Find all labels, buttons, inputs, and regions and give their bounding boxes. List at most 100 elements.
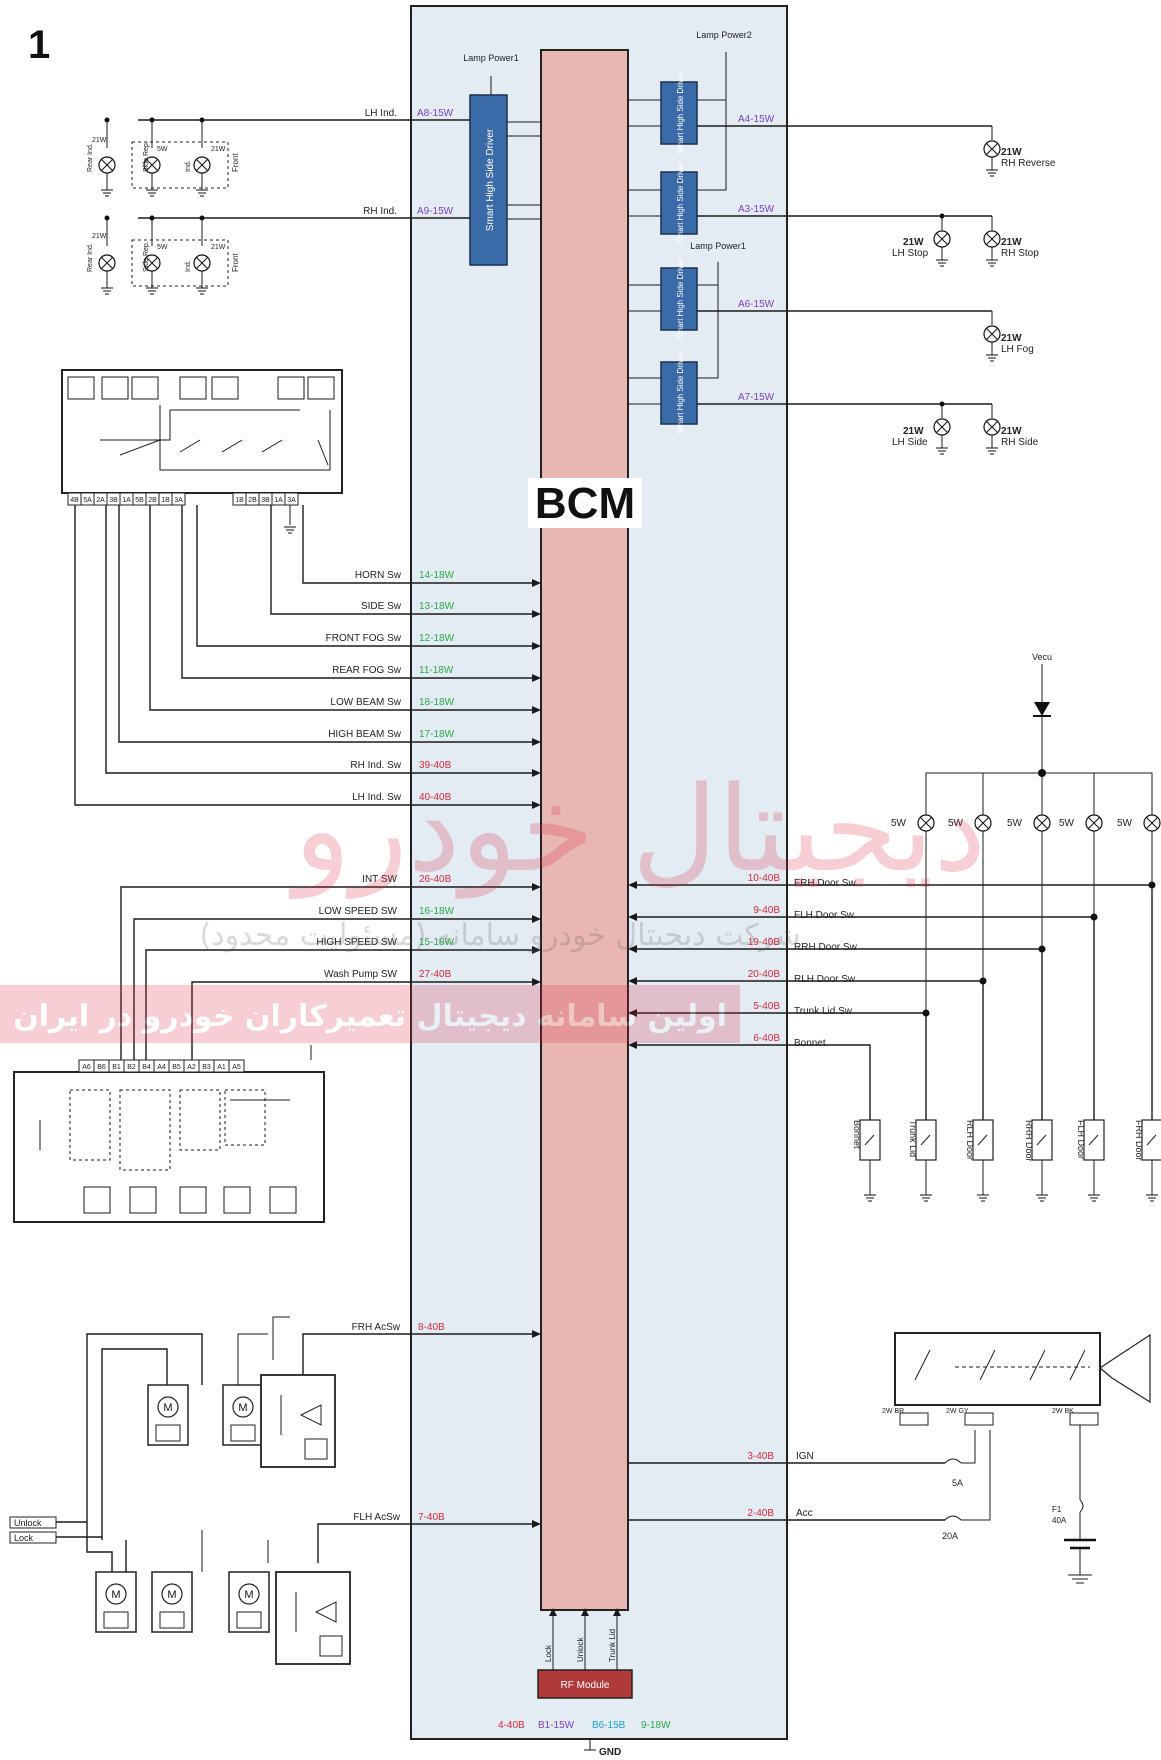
ind-a: Ind. — [185, 160, 192, 172]
vecu-supply: Vecu — [925, 652, 1153, 815]
actuator-label: FLH AcSw — [353, 1512, 400, 1523]
lh-fog-watt: 21W — [1001, 333, 1022, 344]
rf-unlock-line: Unlock — [576, 1637, 585, 1662]
door-lamp-watt: 5W — [1117, 818, 1133, 829]
acc-label: Acc — [796, 1508, 813, 1519]
wiper-switch-pin: B3 — [202, 1064, 211, 1071]
a4-pin: A4-15W — [738, 114, 775, 125]
wiper-switch-pin: A5 — [232, 1064, 241, 1071]
door-lamp-watt: 5W — [891, 818, 907, 829]
light-switch-pin: 3B — [109, 497, 118, 504]
right-lamps — [933, 126, 1001, 455]
acc-pin: 2-40B — [747, 1508, 774, 1519]
ign-pins-c: 2W BK — [1052, 1408, 1074, 1415]
w21-b: 21W — [211, 146, 226, 153]
lamp-power1b-label: Lamp Power1 — [690, 241, 746, 251]
lh-fog-name: LH Fog — [1001, 344, 1034, 355]
rh-stop-watt: 21W — [1001, 237, 1022, 248]
left-lamp-outputs: LH Ind. A8-15W RH Ind. A9-15W — [138, 108, 470, 219]
w21-a: 21W — [92, 137, 107, 144]
door-input-pin: 9-40B — [753, 905, 780, 916]
rh-side-name: RH Side — [1001, 437, 1039, 448]
indicator-lamp-0-2 — [193, 156, 211, 174]
a3-pin: A3-15W — [738, 204, 775, 215]
driver-a4-label: Smart High Side Driver — [676, 72, 685, 154]
rh-ind-label: RH Ind. — [363, 206, 397, 217]
lamp-power1-label: Lamp Power1 — [463, 53, 519, 63]
light-switch-pin: 2A — [96, 497, 105, 504]
switch-input-pin: 14-18W — [419, 570, 455, 581]
light-switch-pin: 3A — [174, 497, 183, 504]
switch-input-label: REAR FOG Sw — [332, 665, 402, 676]
actuator-frh-motor-b: M — [222, 1384, 264, 1446]
rh-stop-name: RH Stop — [1001, 248, 1039, 259]
wiper-input-pin: 27-40B — [419, 969, 452, 980]
rh-ind-pin: A9-15W — [417, 206, 454, 217]
door-input-pin: 10-40B — [748, 873, 781, 884]
driver-a6-label: Smart High Side Driver — [676, 258, 685, 340]
reverse-name: RH Reverse — [1001, 158, 1056, 169]
actuator-frh-lock — [260, 1374, 336, 1468]
door-lamp — [1085, 814, 1103, 832]
ign-fuse: 5A — [952, 1478, 963, 1488]
indicator-lamp-groups — [98, 117, 229, 295]
gnd-pin-4: 9-18W — [641, 1720, 671, 1731]
switch-input-pin: 11-18W — [419, 665, 454, 676]
actuator-pin: 7-40B — [418, 1512, 445, 1523]
ign-label: IGN — [796, 1451, 814, 1462]
door-input-pin: 5-40B — [753, 1001, 780, 1012]
lh-ind-label: LH Ind. — [365, 108, 397, 119]
w21-c: 21W — [92, 233, 107, 240]
wiper-switch-pin: B6 — [97, 1064, 106, 1071]
bcm-core — [540, 49, 629, 1611]
wiper-input-label: HIGH SPEED SW — [316, 937, 397, 948]
rear-ind-b: Rear Ind. — [87, 243, 94, 272]
door-lamp — [1143, 814, 1161, 832]
switch-input-label: LOW BEAM Sw — [330, 697, 401, 708]
rf-module-title: RF Module — [561, 1680, 610, 1691]
acc-fuse: 20A — [942, 1531, 958, 1541]
a6-pin: A6-15W — [738, 299, 775, 310]
door-input-pin: 20-40B — [748, 969, 781, 980]
watermark-big: دیجیتال خودرو — [289, 760, 986, 899]
door-switch-label: Trunk Lid — [908, 1120, 918, 1157]
switch-input-pin: 40-40B — [419, 792, 452, 803]
light-switch-pin: 3A — [287, 497, 296, 504]
light-switch-pin: 2B — [148, 497, 157, 504]
door-lamp — [1033, 814, 1051, 832]
lamp-lh-fog — [983, 325, 1001, 343]
door-lamp-watt: 5W — [1007, 818, 1023, 829]
front-a: Front — [231, 153, 240, 172]
main-fuse-rating: 40A — [1052, 1516, 1067, 1525]
indicator-lamp-1-1 — [143, 254, 161, 272]
switch-input-pin: 17-18W — [419, 729, 455, 740]
light-switch-pin: 1B — [235, 497, 244, 504]
wiper-switch-pin: B1 — [112, 1064, 121, 1071]
wiper-switch-pin: A4 — [157, 1064, 166, 1071]
light-switch-pin: 2B — [248, 497, 257, 504]
main-high-side-driver — [469, 94, 508, 266]
actuator-flh-motor-c: M — [228, 1571, 270, 1633]
main-fuse: F1 — [1052, 1505, 1062, 1514]
ign-pins-b: 2W GY — [946, 1408, 969, 1415]
watermark-slogan: اولین سامانه دیجیتال تعمیرکاران خودرو در… — [13, 999, 727, 1034]
svg-text:M: M — [244, 1589, 253, 1601]
switch-input-label: RH Ind. Sw — [350, 760, 401, 771]
switch-input-label: FRONT FOG Sw — [326, 633, 402, 644]
lh-ind-pin: A8-15W — [417, 108, 454, 119]
light-switch-pin: 4B — [70, 497, 79, 504]
switch-input-label: SIDE Sw — [361, 601, 402, 612]
wiper-switch-pin: B2 — [127, 1064, 136, 1071]
switch-input-pin: 39-40B — [419, 760, 452, 771]
rh-side-watt: 21W — [1001, 426, 1022, 437]
wiper-input-pin: 16-18W — [419, 906, 455, 917]
gnd-label: GND — [599, 1747, 621, 1758]
actuator-flh-lock — [275, 1571, 351, 1665]
rf-trunk-line: Trunk Lid — [608, 1629, 617, 1662]
driver-a7 — [660, 361, 698, 425]
front-b: Front — [231, 253, 240, 272]
rear-ind-a: Rear Ind. — [87, 143, 94, 172]
lamp-lh-side — [933, 418, 951, 436]
